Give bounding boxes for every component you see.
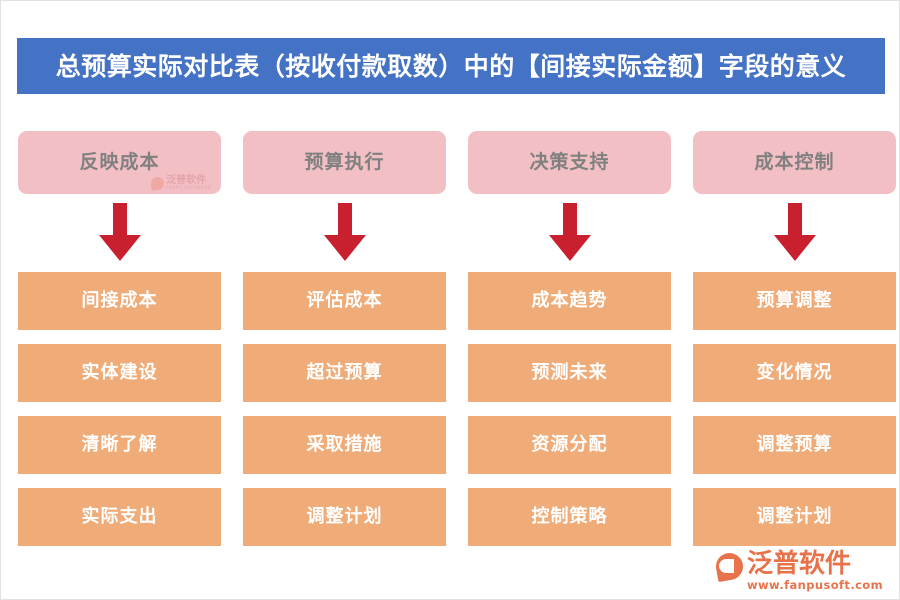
item-label: 预测未来 bbox=[531, 362, 608, 383]
list-item[interactable]: 调整预算 bbox=[693, 416, 896, 474]
list-item[interactable]: 评估成本 bbox=[243, 272, 446, 330]
column-2: 预算执行 评估成本 超过预算 采取措施 调整计划 bbox=[243, 131, 446, 546]
item-label: 资源分配 bbox=[531, 434, 608, 455]
down-arrow-icon bbox=[98, 203, 141, 261]
item-label: 预算调整 bbox=[756, 290, 833, 311]
list-item[interactable]: 预算调整 bbox=[693, 272, 896, 330]
column-1: 反映成本 泛普软件 FANPU SOFTWARE 间接成本 bbox=[18, 131, 221, 546]
column-3-items: 成本趋势 预测未来 资源分配 控制策略 bbox=[468, 272, 671, 546]
watermark-leaf-icon bbox=[150, 175, 166, 191]
column-4-header-label: 成本控制 bbox=[754, 151, 835, 173]
column-1-items: 间接成本 实体建设 清晰了解 实际支出 bbox=[18, 272, 221, 546]
fanpu-leaf-icon bbox=[713, 550, 746, 583]
watermark-en: FANPU SOFTWARE bbox=[166, 185, 211, 190]
list-item[interactable]: 超过预算 bbox=[243, 344, 446, 402]
item-label: 评估成本 bbox=[306, 290, 383, 311]
columns-container: 反映成本 泛普软件 FANPU SOFTWARE 间接成本 bbox=[18, 131, 896, 546]
brand-url: www.fanpusoft.com bbox=[747, 577, 883, 592]
column-3-header-box[interactable]: 决策支持 bbox=[468, 131, 671, 194]
column-1-arrow bbox=[97, 194, 143, 272]
watermark-cn: 泛普软件 bbox=[166, 175, 207, 186]
list-item[interactable]: 成本趋势 bbox=[468, 272, 671, 330]
item-label: 调整预算 bbox=[756, 434, 833, 455]
item-label: 调整计划 bbox=[306, 506, 383, 527]
page-title: 总预算实际对比表（按收付款取数）中的【间接实际金额】字段的意义 bbox=[55, 51, 847, 81]
down-arrow-icon bbox=[548, 203, 591, 261]
column-2-arrow bbox=[322, 194, 368, 272]
list-item[interactable]: 清晰了解 bbox=[18, 416, 221, 474]
down-arrow-icon bbox=[323, 203, 366, 261]
item-label: 实体建设 bbox=[81, 362, 158, 383]
list-item[interactable]: 资源分配 bbox=[468, 416, 671, 474]
list-item[interactable]: 调整计划 bbox=[693, 488, 896, 546]
item-label: 清晰了解 bbox=[81, 434, 158, 455]
brand-words: 泛普软件 www.fanpusoft.com bbox=[747, 551, 883, 592]
item-label: 实际支出 bbox=[81, 506, 158, 527]
list-item[interactable]: 预测未来 bbox=[468, 344, 671, 402]
item-label: 变化情况 bbox=[756, 362, 833, 383]
column-4-header-box[interactable]: 成本控制 bbox=[693, 131, 896, 194]
column-1-header-label: 反映成本 bbox=[79, 151, 160, 173]
item-label: 采取措施 bbox=[306, 434, 383, 455]
column-3-header-label: 决策支持 bbox=[529, 151, 610, 173]
watermark-words: 泛普软件 FANPU SOFTWARE bbox=[166, 176, 211, 190]
column-4: 成本控制 预算调整 变化情况 调整预算 调整计划 bbox=[693, 131, 896, 546]
list-item[interactable]: 实际支出 bbox=[18, 488, 221, 546]
column-3-arrow bbox=[547, 194, 593, 272]
column-2-header-label: 预算执行 bbox=[304, 151, 385, 173]
list-item[interactable]: 控制策略 bbox=[468, 488, 671, 546]
item-label: 超过预算 bbox=[306, 362, 383, 383]
column-2-items: 评估成本 超过预算 采取措施 调整计划 bbox=[243, 272, 446, 546]
down-arrow-icon bbox=[773, 203, 816, 261]
list-item[interactable]: 间接成本 bbox=[18, 272, 221, 330]
list-item[interactable]: 调整计划 bbox=[243, 488, 446, 546]
list-item[interactable]: 变化情况 bbox=[693, 344, 896, 402]
column-4-items: 预算调整 变化情况 调整预算 调整计划 bbox=[693, 272, 896, 546]
leaf-notch bbox=[719, 559, 734, 573]
column-4-arrow bbox=[772, 194, 818, 272]
brand-name-cn: 泛普软件 bbox=[747, 548, 852, 579]
item-label: 成本趋势 bbox=[531, 290, 608, 311]
item-label: 调整计划 bbox=[756, 506, 833, 527]
list-item[interactable]: 采取措施 bbox=[243, 416, 446, 474]
column-1-header-box[interactable]: 反映成本 泛普软件 FANPU SOFTWARE bbox=[18, 131, 221, 194]
item-label: 间接成本 bbox=[81, 290, 158, 311]
fanpu-brand-logo: 泛普软件 www.fanpusoft.com bbox=[713, 550, 883, 592]
list-item[interactable]: 实体建设 bbox=[18, 344, 221, 402]
column-2-header-box[interactable]: 预算执行 bbox=[243, 131, 446, 194]
fanpu-watermark-icon: 泛普软件 FANPU SOFTWARE bbox=[150, 175, 211, 191]
column-3: 决策支持 成本趋势 预测未来 资源分配 控制策略 bbox=[468, 131, 671, 546]
item-label: 控制策略 bbox=[531, 506, 608, 527]
title-banner: 总预算实际对比表（按收付款取数）中的【间接实际金额】字段的意义 bbox=[17, 38, 885, 94]
